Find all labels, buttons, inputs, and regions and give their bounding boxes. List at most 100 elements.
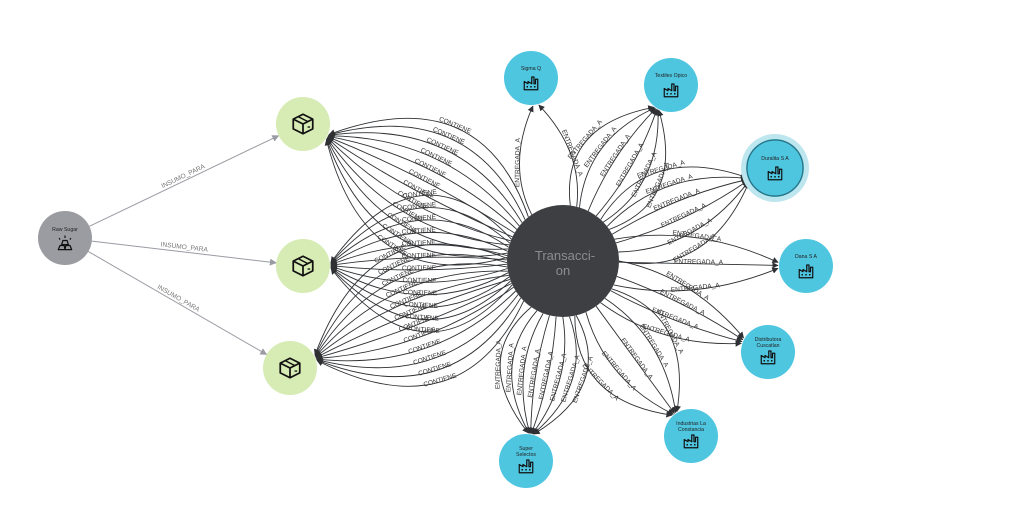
insumo-edge-0[interactable] xyxy=(89,135,280,227)
customer-label-5-0: Industrias La xyxy=(676,421,706,427)
entregada-2-edge-2[interactable] xyxy=(611,177,748,235)
contiene-0-edge-8[interactable] xyxy=(327,132,520,227)
transaction-hub-node[interactable]: Transacci-on xyxy=(507,205,619,317)
entregada-5-edge-0[interactable] xyxy=(611,288,681,413)
contiene-0-edge-7[interactable] xyxy=(327,134,518,230)
contiene-2-edge-11[interactable] xyxy=(314,243,508,356)
contiene-1-edge-5[interactable] xyxy=(330,263,508,271)
raw-sugar-node[interactable]: Raw Sugar xyxy=(38,211,92,265)
contiene-1-edge-0[interactable] xyxy=(330,268,513,333)
entregada-0-edge-0[interactable] xyxy=(519,105,534,215)
customer-node-0[interactable]: Sigma Q xyxy=(504,51,558,105)
entregada-3-edge-2[interactable] xyxy=(613,267,779,292)
customer-label-3-0: Dana S A xyxy=(795,254,817,260)
insumo-edge-1[interactable] xyxy=(91,240,277,266)
contiene-2-edge-2[interactable] xyxy=(316,294,519,369)
customer-label-6-0: Super xyxy=(519,446,533,452)
contiene-0-edge-11[interactable] xyxy=(328,117,529,218)
entregada-0-edge-1[interactable] xyxy=(538,104,578,207)
entregada-6-edge-7[interactable] xyxy=(499,306,532,434)
entregada-5-edge-4[interactable] xyxy=(574,315,673,418)
entregada-1-edge-0[interactable] xyxy=(569,105,655,206)
contiene-2-edge-9[interactable] xyxy=(315,263,508,357)
entregada-3-edge-0[interactable] xyxy=(614,234,779,263)
entregada-6-edge-4[interactable] xyxy=(527,315,550,435)
contiene-2-edge-4[interactable] xyxy=(315,286,514,362)
contiene-1-edge-10[interactable] xyxy=(330,207,511,264)
contiene-1-edge-label-8: CONTIENE xyxy=(402,227,437,236)
entregada-2-edge-1[interactable] xyxy=(606,174,748,227)
entregada-6-edge-1[interactable] xyxy=(532,316,577,435)
entregada-1-edge-3[interactable] xyxy=(595,108,659,217)
entregada-5-edge-3[interactable] xyxy=(585,311,674,415)
entregada-6-edge-2[interactable] xyxy=(532,316,566,435)
product-node-2[interactable] xyxy=(263,341,317,395)
contiene-2-edge-1[interactable] xyxy=(316,297,522,378)
contiene-2-edge-10[interactable] xyxy=(314,253,508,357)
contiene-1-edge-9[interactable] xyxy=(330,219,509,265)
contiene-1-edge-8[interactable] xyxy=(330,231,508,265)
contiene-0-edge-10[interactable] xyxy=(328,125,526,220)
contiene-1-edge-label-6: CONTIENE xyxy=(402,252,437,260)
entregada-4-edge-3[interactable] xyxy=(600,302,742,347)
contiene-2-edge-3[interactable] xyxy=(315,290,517,363)
contiene-0-edge-5[interactable] xyxy=(327,136,513,238)
contiene-1-edge-label-11: CONTIENE xyxy=(403,189,438,200)
entregada-0-edge-label-0: ENTREGADA_A xyxy=(514,137,522,187)
contiene-1-edge-2[interactable] xyxy=(330,266,510,308)
hub-label-line2: on xyxy=(556,263,570,278)
contiene-2-edge-8[interactable] xyxy=(315,270,508,357)
product-node-0[interactable] xyxy=(276,97,330,151)
entregada-6-edge-3[interactable] xyxy=(530,316,557,435)
entregada-2-edge-4[interactable] xyxy=(618,181,749,253)
product-node-1[interactable] xyxy=(276,239,330,293)
contiene-1-edge-label-9: CONTIENE xyxy=(402,214,437,224)
entregada-6-edge-0[interactable] xyxy=(533,315,589,435)
contiene-1-edge-7[interactable] xyxy=(330,244,508,266)
nodes-layer: Transacci-on Raw Sugar Sigma Q Textiles Opi… xyxy=(38,51,833,488)
entregada-4-edge-1[interactable] xyxy=(616,275,744,341)
entregada-6-edge-6[interactable] xyxy=(511,310,538,434)
customer-label-0-0: Sigma Q xyxy=(521,66,541,72)
entregada-1-edge-2[interactable] xyxy=(587,108,657,212)
entregada-2-edge-3[interactable] xyxy=(615,180,749,244)
contiene-1-edge-1[interactable] xyxy=(330,267,511,320)
customer-node-1[interactable]: Textiles Opico xyxy=(644,58,698,112)
contiene-1-edge-11[interactable] xyxy=(330,194,512,264)
raw-sugar-label: Raw Sugar xyxy=(52,227,78,233)
entregada-5-edge-1[interactable] xyxy=(604,297,678,414)
entregada-1-edge-1[interactable] xyxy=(579,107,656,208)
contiene-1-edge-4[interactable] xyxy=(330,265,508,283)
entregada-4-edge-0[interactable] xyxy=(618,260,745,339)
hub-label-line1: Transacci- xyxy=(535,248,595,263)
edges-layer: INSUMO_PARAINSUMO_PARAINSUMO_PARACONTIEN… xyxy=(88,104,779,435)
entregada-2-edge-5[interactable] xyxy=(618,182,750,265)
contiene-1-edge-3[interactable] xyxy=(330,266,509,296)
insumo-edge-label-0: INSUMO_PARA xyxy=(160,163,206,190)
contiene-2-edge-7[interactable] xyxy=(315,274,509,358)
contiene-2-edge-0[interactable] xyxy=(316,300,525,387)
contiene-2-edge-5[interactable] xyxy=(315,282,512,360)
contiene-1-edge-label-1: CONTIENE xyxy=(405,313,440,322)
contiene-0-edge-9[interactable] xyxy=(328,131,523,223)
customer-node-3[interactable]: Dana S A xyxy=(779,239,833,293)
customer-node-2[interactable]: Duralita S A xyxy=(746,139,804,197)
entregada-2-edge-0[interactable] xyxy=(600,166,747,220)
entregada-1-edge-4[interactable] xyxy=(603,109,662,223)
contiene-0-edge-6[interactable] xyxy=(327,135,515,234)
contiene-2-edge-6[interactable] xyxy=(315,278,511,358)
entregada-5-edge-2[interactable] xyxy=(595,305,675,414)
entregada-1-edge-5[interactable] xyxy=(609,109,667,230)
entregada-6-edge-5[interactable] xyxy=(522,313,544,434)
entregada-4-edge-2[interactable] xyxy=(610,290,743,344)
contiene-1-edge-6[interactable] xyxy=(330,256,508,268)
insumo-edge-2[interactable] xyxy=(88,251,268,355)
contiene-1-edge-label-2: CONTIENE xyxy=(404,301,439,310)
contiene-1-edge-label-4: CONTIENE xyxy=(402,277,437,284)
entregada-3-edge-1[interactable] xyxy=(618,261,779,269)
